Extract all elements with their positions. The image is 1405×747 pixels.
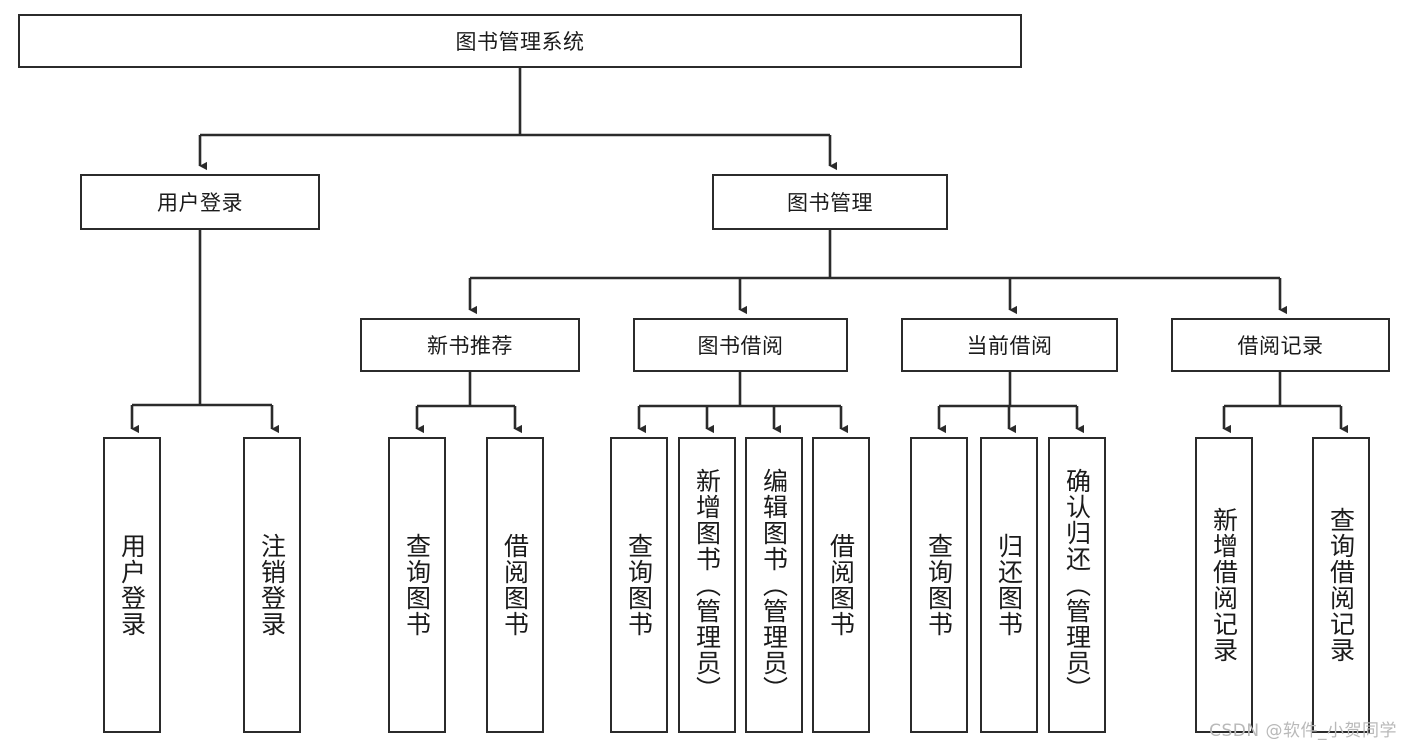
leaf-query-book-recommend-label: 查询图书 <box>402 533 432 637</box>
csdn-watermark: CSDN @软件_小贺同学 <box>1209 721 1397 741</box>
leaf-query-book-current-label: 查询图书 <box>924 533 954 637</box>
node-root-label: 图书管理系统 <box>455 30 585 54</box>
leaf-borrow-book-label: 借阅图书 <box>826 533 856 637</box>
node-borrow-record-label: 借阅记录 <box>1237 334 1324 358</box>
node-book-management[interactable]: 图书管理 <box>712 174 948 230</box>
leaf-query-book-recommend[interactable]: 查询图书 <box>388 437 446 733</box>
leaf-edit-book-admin[interactable]: 编辑图书（管理员） <box>745 437 803 733</box>
leaf-query-book-borrow[interactable]: 查询图书 <box>610 437 668 733</box>
leaf-add-borrow-record[interactable]: 新增借阅记录 <box>1195 437 1253 733</box>
leaf-user-login-label: 用户登录 <box>117 533 147 637</box>
node-book-management-label: 图书管理 <box>787 191 873 215</box>
leaf-query-book-borrow-label: 查询图书 <box>624 533 654 637</box>
node-current-borrow[interactable]: 当前借阅 <box>901 318 1118 372</box>
leaf-confirm-return-admin-label: 确认归还（管理员） <box>1062 468 1092 702</box>
leaf-return-book[interactable]: 归还图书 <box>980 437 1038 733</box>
leaf-query-borrow-record-label: 查询借阅记录 <box>1326 507 1356 663</box>
leaf-confirm-return-admin[interactable]: 确认归还（管理员） <box>1048 437 1106 733</box>
node-new-book-recommend[interactable]: 新书推荐 <box>360 318 580 372</box>
node-borrow-record[interactable]: 借阅记录 <box>1171 318 1390 372</box>
leaf-user-logout[interactable]: 注销登录 <box>243 437 301 733</box>
leaf-add-borrow-record-label: 新增借阅记录 <box>1209 507 1239 663</box>
leaf-borrow-book-recommend[interactable]: 借阅图书 <box>486 437 544 733</box>
leaf-edit-book-admin-label: 编辑图书（管理员） <box>759 468 789 702</box>
leaf-add-book-admin-label: 新增图书（管理员） <box>692 468 722 702</box>
node-current-borrow-label: 当前借阅 <box>966 334 1053 358</box>
leaf-borrow-book[interactable]: 借阅图书 <box>812 437 870 733</box>
leaf-add-book-admin[interactable]: 新增图书（管理员） <box>678 437 736 733</box>
leaf-user-logout-label: 注销登录 <box>257 533 287 637</box>
leaf-user-login[interactable]: 用户登录 <box>103 437 161 733</box>
leaf-query-borrow-record[interactable]: 查询借阅记录 <box>1312 437 1370 733</box>
node-book-borrow[interactable]: 图书借阅 <box>633 318 848 372</box>
node-book-borrow-label: 图书借阅 <box>697 334 784 358</box>
node-user-login[interactable]: 用户登录 <box>80 174 320 230</box>
node-root-system[interactable]: 图书管理系统 <box>18 14 1022 68</box>
leaf-borrow-book-recommend-label: 借阅图书 <box>500 533 530 637</box>
node-user-login-label: 用户登录 <box>157 191 243 215</box>
leaf-query-book-current[interactable]: 查询图书 <box>910 437 968 733</box>
node-new-book-recommend-label: 新书推荐 <box>427 334 513 358</box>
leaf-return-book-label: 归还图书 <box>994 533 1024 637</box>
